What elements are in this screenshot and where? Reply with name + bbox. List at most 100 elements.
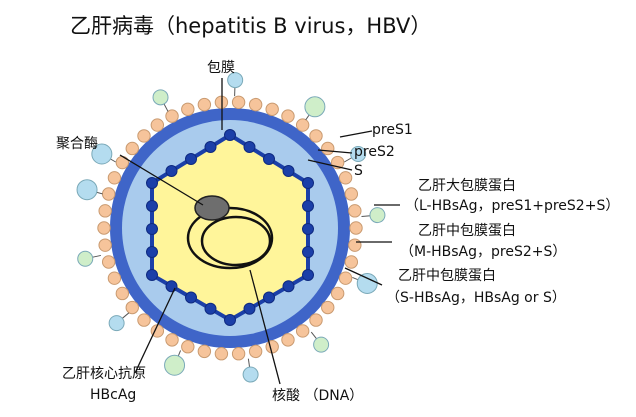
capsid-dot	[302, 246, 314, 258]
capsid-dot	[263, 153, 275, 165]
spike-head	[242, 366, 259, 383]
peach-bead	[321, 300, 335, 315]
label-pres1: preS1	[372, 122, 413, 138]
capsid-dot	[204, 302, 217, 315]
capsid-dot	[282, 280, 295, 293]
peach-bead	[181, 340, 195, 354]
surface-proteins	[97, 95, 363, 361]
peach-bead	[295, 118, 310, 132]
capsid-dot	[243, 141, 256, 153]
peach-bead	[231, 95, 246, 109]
peach-bead	[107, 271, 122, 285]
label-envelope: 包膜	[207, 60, 235, 76]
peach-bead	[165, 109, 179, 123]
surface-spikes	[76, 72, 386, 383]
peach-bead	[137, 313, 151, 327]
spike-head	[91, 143, 113, 165]
spike-head	[304, 96, 326, 118]
spike-head	[76, 179, 98, 201]
label-polymerase: 聚合酶	[56, 136, 98, 152]
spike-head	[313, 336, 330, 353]
capsid-dot	[302, 177, 314, 189]
spike-head	[227, 72, 244, 89]
capsid-dot	[263, 291, 275, 304]
leader-nucleic-acid	[249, 269, 281, 385]
capsid-dot	[146, 223, 158, 235]
capsid-dot	[224, 129, 236, 141]
dna-loop-inner	[200, 215, 272, 267]
label-middle-protein-sub: （M-HBsAg，preS2+S）	[400, 244, 567, 260]
leader-pres1	[339, 130, 373, 138]
label-small-protein-sub: （S-HBsAg，HBsAg or S）	[386, 290, 566, 306]
capsid-dot	[146, 177, 158, 189]
capsid-dot	[302, 200, 314, 212]
label-pres2: preS2	[354, 144, 395, 160]
peach-bead	[165, 333, 179, 347]
peach-bead	[309, 313, 323, 327]
capsid-dot	[224, 314, 236, 326]
capsid-dot	[185, 291, 197, 304]
peach-bead	[295, 324, 310, 338]
peach-bead	[181, 102, 195, 116]
peach-bead	[214, 347, 229, 361]
capsid-dot	[185, 153, 197, 165]
peach-bead	[281, 109, 295, 123]
peach-bead	[101, 187, 116, 201]
capsid-dot	[302, 223, 314, 235]
peach-bead	[197, 97, 212, 112]
peach-bead	[115, 286, 130, 301]
peach-bead	[231, 347, 246, 361]
peach-bead	[98, 204, 112, 218]
peach-bead	[348, 238, 362, 252]
peach-bead	[125, 300, 139, 315]
peach-bead	[348, 204, 362, 218]
polymerase-shape	[194, 195, 230, 221]
peach-bead	[98, 238, 112, 252]
spike-head	[164, 354, 186, 376]
peach-bead	[309, 129, 323, 143]
peach-bead	[265, 340, 279, 354]
capsid-dot	[146, 246, 158, 258]
peach-bead	[125, 141, 139, 156]
leader-s	[307, 159, 353, 171]
label-small-protein: 乙肝中包膜蛋白	[398, 268, 496, 284]
spike-head	[152, 89, 169, 106]
spike-head	[108, 315, 125, 332]
peach-bead	[101, 255, 116, 269]
peach-bead	[197, 344, 212, 359]
peach-bead	[115, 155, 130, 170]
label-nucleic-acid: 核酸 （DNA）	[272, 388, 364, 404]
label-core-antigen-sub: HBcAg	[90, 387, 137, 403]
label-s: S	[354, 163, 363, 179]
peach-bead	[338, 271, 353, 285]
leader-polymerase	[119, 154, 204, 206]
leader-core-antigen	[134, 287, 176, 374]
capsid-dot	[146, 269, 158, 281]
spike-head	[369, 207, 386, 224]
dna-loop-outer	[186, 206, 274, 270]
capsid-dot	[204, 141, 217, 153]
leader-small-protein	[344, 267, 383, 286]
peach-bead	[137, 129, 151, 143]
peach-bead	[107, 171, 122, 185]
peach-bead	[97, 221, 111, 235]
peach-bead	[281, 333, 295, 347]
spike-head	[350, 146, 367, 162]
capsid-dot	[243, 302, 256, 315]
label-large-protein-sub: （L-HBsAg，preS1+preS2+S）	[405, 198, 620, 214]
capsid-subunits	[146, 129, 314, 326]
peach-bead	[150, 118, 165, 132]
diagram-title: 乙肝病毒（hepatitis B virus，HBV）	[70, 14, 432, 38]
peach-bead	[330, 286, 345, 301]
capsid-dot	[146, 200, 158, 212]
capsid-dot	[282, 165, 295, 177]
peach-bead	[344, 255, 359, 269]
label-large-protein: 乙肝大包膜蛋白	[418, 178, 516, 194]
label-core-antigen: 乙肝核心抗原	[62, 366, 146, 382]
leader-pres2	[317, 149, 353, 154]
capsid-dot	[165, 280, 178, 293]
capsid-dot	[165, 165, 178, 177]
peach-bead	[248, 344, 263, 359]
